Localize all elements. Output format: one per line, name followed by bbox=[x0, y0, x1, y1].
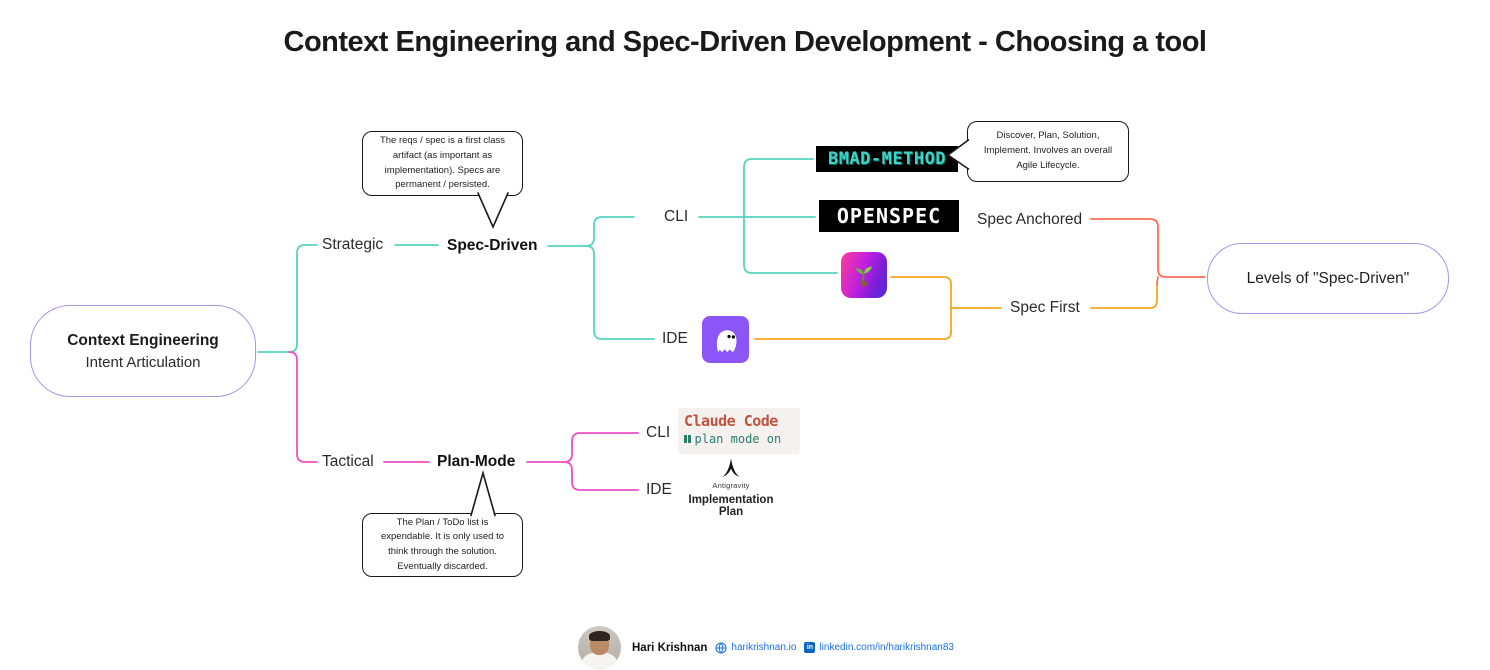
pause-icon bbox=[684, 435, 691, 443]
antigravity-label: Antigravity bbox=[712, 481, 750, 490]
label-ide-tactical: IDE bbox=[646, 481, 672, 498]
label-cli-tactical: CLI bbox=[646, 424, 671, 441]
linkedin-icon: in bbox=[804, 642, 816, 653]
label-strategic: Strategic bbox=[322, 236, 384, 253]
plan-mode-label: plan mode on bbox=[694, 432, 782, 446]
antigravity-logo-icon bbox=[722, 458, 740, 477]
implementation-plan-label: Implementation Plan bbox=[688, 494, 774, 518]
openspec-label: OPENSPEC bbox=[836, 204, 942, 228]
bmad-method-label: BMAD-METHOD bbox=[827, 149, 947, 169]
callout-plan-mode: The Plan / ToDo list is expendable. It i… bbox=[362, 513, 523, 577]
page-title: Context Engineering and Spec-Driven Deve… bbox=[283, 26, 1208, 58]
callout-bmad-text: Discover, Plan, Solution, Implement. Inv… bbox=[983, 130, 1113, 171]
globe-icon bbox=[715, 641, 727, 654]
callout-plan-mode-text: The Plan / ToDo list is expendable. It i… bbox=[380, 516, 505, 572]
node-plan-mode: Plan-Mode bbox=[437, 453, 516, 470]
linkedin-url: linkedin.com/in/harikrishnan83 bbox=[819, 642, 954, 653]
claude-code-badge: Claude Code plan mode on bbox=[678, 408, 800, 454]
openspec-logo: OPENSPEC bbox=[819, 200, 959, 232]
callout-spec-driven: The reqs / spec is a first class artifac… bbox=[362, 131, 523, 196]
label-ide-strategic: IDE bbox=[662, 330, 688, 347]
spec-kit-seedling-icon bbox=[841, 252, 887, 298]
author-footer: Hari Krishnan harikrishnan.io in linkedi… bbox=[578, 626, 954, 669]
levels-node: Levels of "Spec-Driven" bbox=[1207, 243, 1449, 314]
red-connectors bbox=[1090, 218, 1206, 285]
callout-tail-spec-driven bbox=[477, 192, 509, 229]
bmad-method-logo: BMAD-METHOD bbox=[816, 146, 958, 172]
label-spec-anchored: Spec Anchored bbox=[977, 211, 1083, 228]
teal-connectors bbox=[257, 158, 838, 353]
node-spec-driven: Spec-Driven bbox=[447, 237, 538, 254]
callout-tail-plan-mode bbox=[470, 470, 496, 517]
claude-code-label: Claude Code bbox=[684, 412, 778, 430]
kiro-ghost-icon bbox=[702, 316, 749, 363]
root-title: Context Engineering bbox=[67, 331, 219, 349]
avatar bbox=[578, 626, 621, 669]
label-spec-first: Spec First bbox=[1010, 299, 1080, 316]
callout-spec-driven-text: The reqs / spec is a first class artifac… bbox=[379, 135, 506, 191]
label-cli-strategic: CLI bbox=[664, 208, 689, 225]
ghost-icon bbox=[716, 329, 736, 352]
label-tactical: Tactical bbox=[322, 453, 374, 470]
website-link[interactable]: harikrishnan.io bbox=[715, 641, 797, 654]
linkedin-link[interactable]: in linkedin.com/in/harikrishnan83 bbox=[804, 642, 954, 653]
levels-label: Levels of "Spec-Driven" bbox=[1246, 269, 1410, 287]
root-node: Context Engineering Intent Articulation bbox=[30, 305, 256, 397]
author-name: Hari Krishnan bbox=[632, 641, 708, 654]
root-subtitle: Intent Articulation bbox=[85, 353, 201, 371]
callout-bmad: Discover, Plan, Solution, Implement. Inv… bbox=[967, 121, 1129, 182]
orange-connectors bbox=[754, 276, 1158, 340]
seedling-icon bbox=[855, 266, 873, 287]
antigravity-badge: Antigravity Implementation Plan bbox=[677, 456, 785, 518]
website-url: harikrishnan.io bbox=[731, 642, 797, 653]
